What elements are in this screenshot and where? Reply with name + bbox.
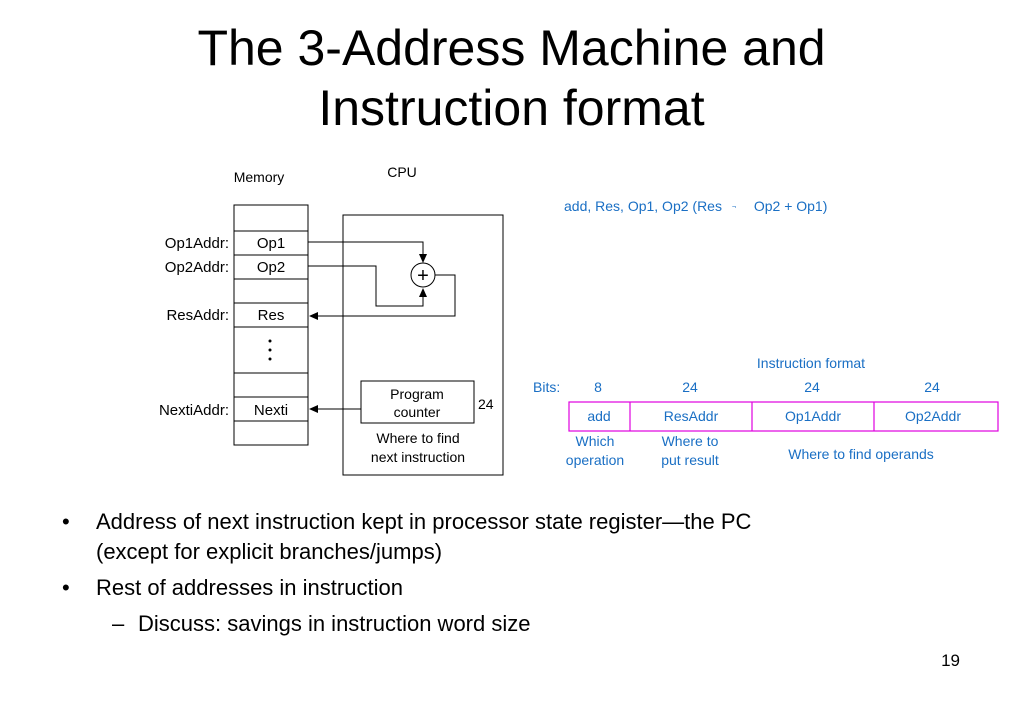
field-resaddr: ResAddr (664, 408, 719, 424)
bits-add: 8 (594, 379, 602, 395)
cpu-box (342, 214, 504, 476)
memory-column (233, 204, 309, 446)
bits-res: 24 (682, 379, 698, 395)
cell-op2: Op2 (257, 259, 285, 276)
addr-label-op1: Op1Addr: (165, 235, 229, 252)
addr-label-nexti: NextiAddr: (159, 402, 229, 419)
instruction-part-2: Op2 + Op1) (754, 198, 828, 214)
caption-which-line-1: Which (576, 433, 615, 449)
cell-op1: Op1 (257, 235, 285, 252)
adder-symbol: + (417, 265, 429, 287)
wires (308, 241, 456, 413)
bullet-1-line-1: Address of next instruction kept in proc… (96, 509, 752, 534)
slide-title: The 3-Address Machine and Instruction fo… (0, 18, 1023, 138)
bits-op2: 24 (924, 379, 940, 395)
sub-bullet-1-text: Discuss: savings in instruction word siz… (138, 611, 531, 636)
title-line-2: Instruction format (318, 80, 705, 136)
addr-label-res: ResAddr: (166, 307, 229, 324)
cell-nexti: Nexti (254, 402, 288, 419)
caption-result-line-1: Where to (662, 433, 719, 449)
field-op1addr: Op1Addr (785, 408, 841, 424)
bits-label: Bits: (533, 379, 560, 395)
bullet-2-text: Rest of addresses in instruction (96, 575, 403, 600)
bullet-marker: • (62, 575, 70, 600)
caption-which-line-2: operation (566, 452, 624, 468)
bullet-1: • Address of next instruction kept in pr… (62, 507, 962, 567)
instruction-arrow: ¬ (732, 204, 736, 211)
instruction-part-1: add, Res, Op1, Op2 (Res (564, 198, 722, 214)
bullet-marker: • (62, 509, 70, 534)
format-title: Instruction format (757, 355, 865, 371)
bullet-2: • Rest of addresses in instruction (62, 573, 962, 603)
bullet-list: • Address of next instruction kept in pr… (62, 507, 962, 639)
page-number: 19 (941, 651, 960, 670)
caption-operands: Where to find operands (788, 446, 934, 462)
format-fields (568, 401, 999, 432)
dash-marker: – (112, 611, 125, 636)
memory-label: Memory (234, 169, 285, 185)
sub-bullet-1: – Discuss: savings in instruction word s… (62, 609, 962, 639)
addr-label-op2: Op2Addr: (165, 259, 229, 276)
pc-bits: 24 (478, 396, 494, 412)
bullet-1-line-2: (except for explicit branches/jumps) (96, 539, 443, 564)
pc-line-2: counter (394, 404, 441, 420)
field-op2addr: Op2Addr (905, 408, 961, 424)
field-add: add (587, 408, 610, 424)
caption-result-line-2: put result (661, 452, 719, 468)
pc-line-1: Program (390, 386, 444, 402)
instruction-example: add, Res, Op1, Op2 (Res ¬ Op2 + Op1) (564, 196, 827, 214)
pc-caption-line-2: next instruction (371, 449, 465, 465)
cpu-label: CPU (387, 164, 417, 180)
cell-res: Res (258, 307, 285, 324)
bits-op1: 24 (804, 379, 820, 395)
ellipsis-dots (268, 339, 272, 361)
pc-caption-line-1: Where to find (376, 430, 459, 446)
program-counter-box (360, 380, 475, 424)
title-line-1: The 3-Address Machine and (197, 20, 826, 76)
